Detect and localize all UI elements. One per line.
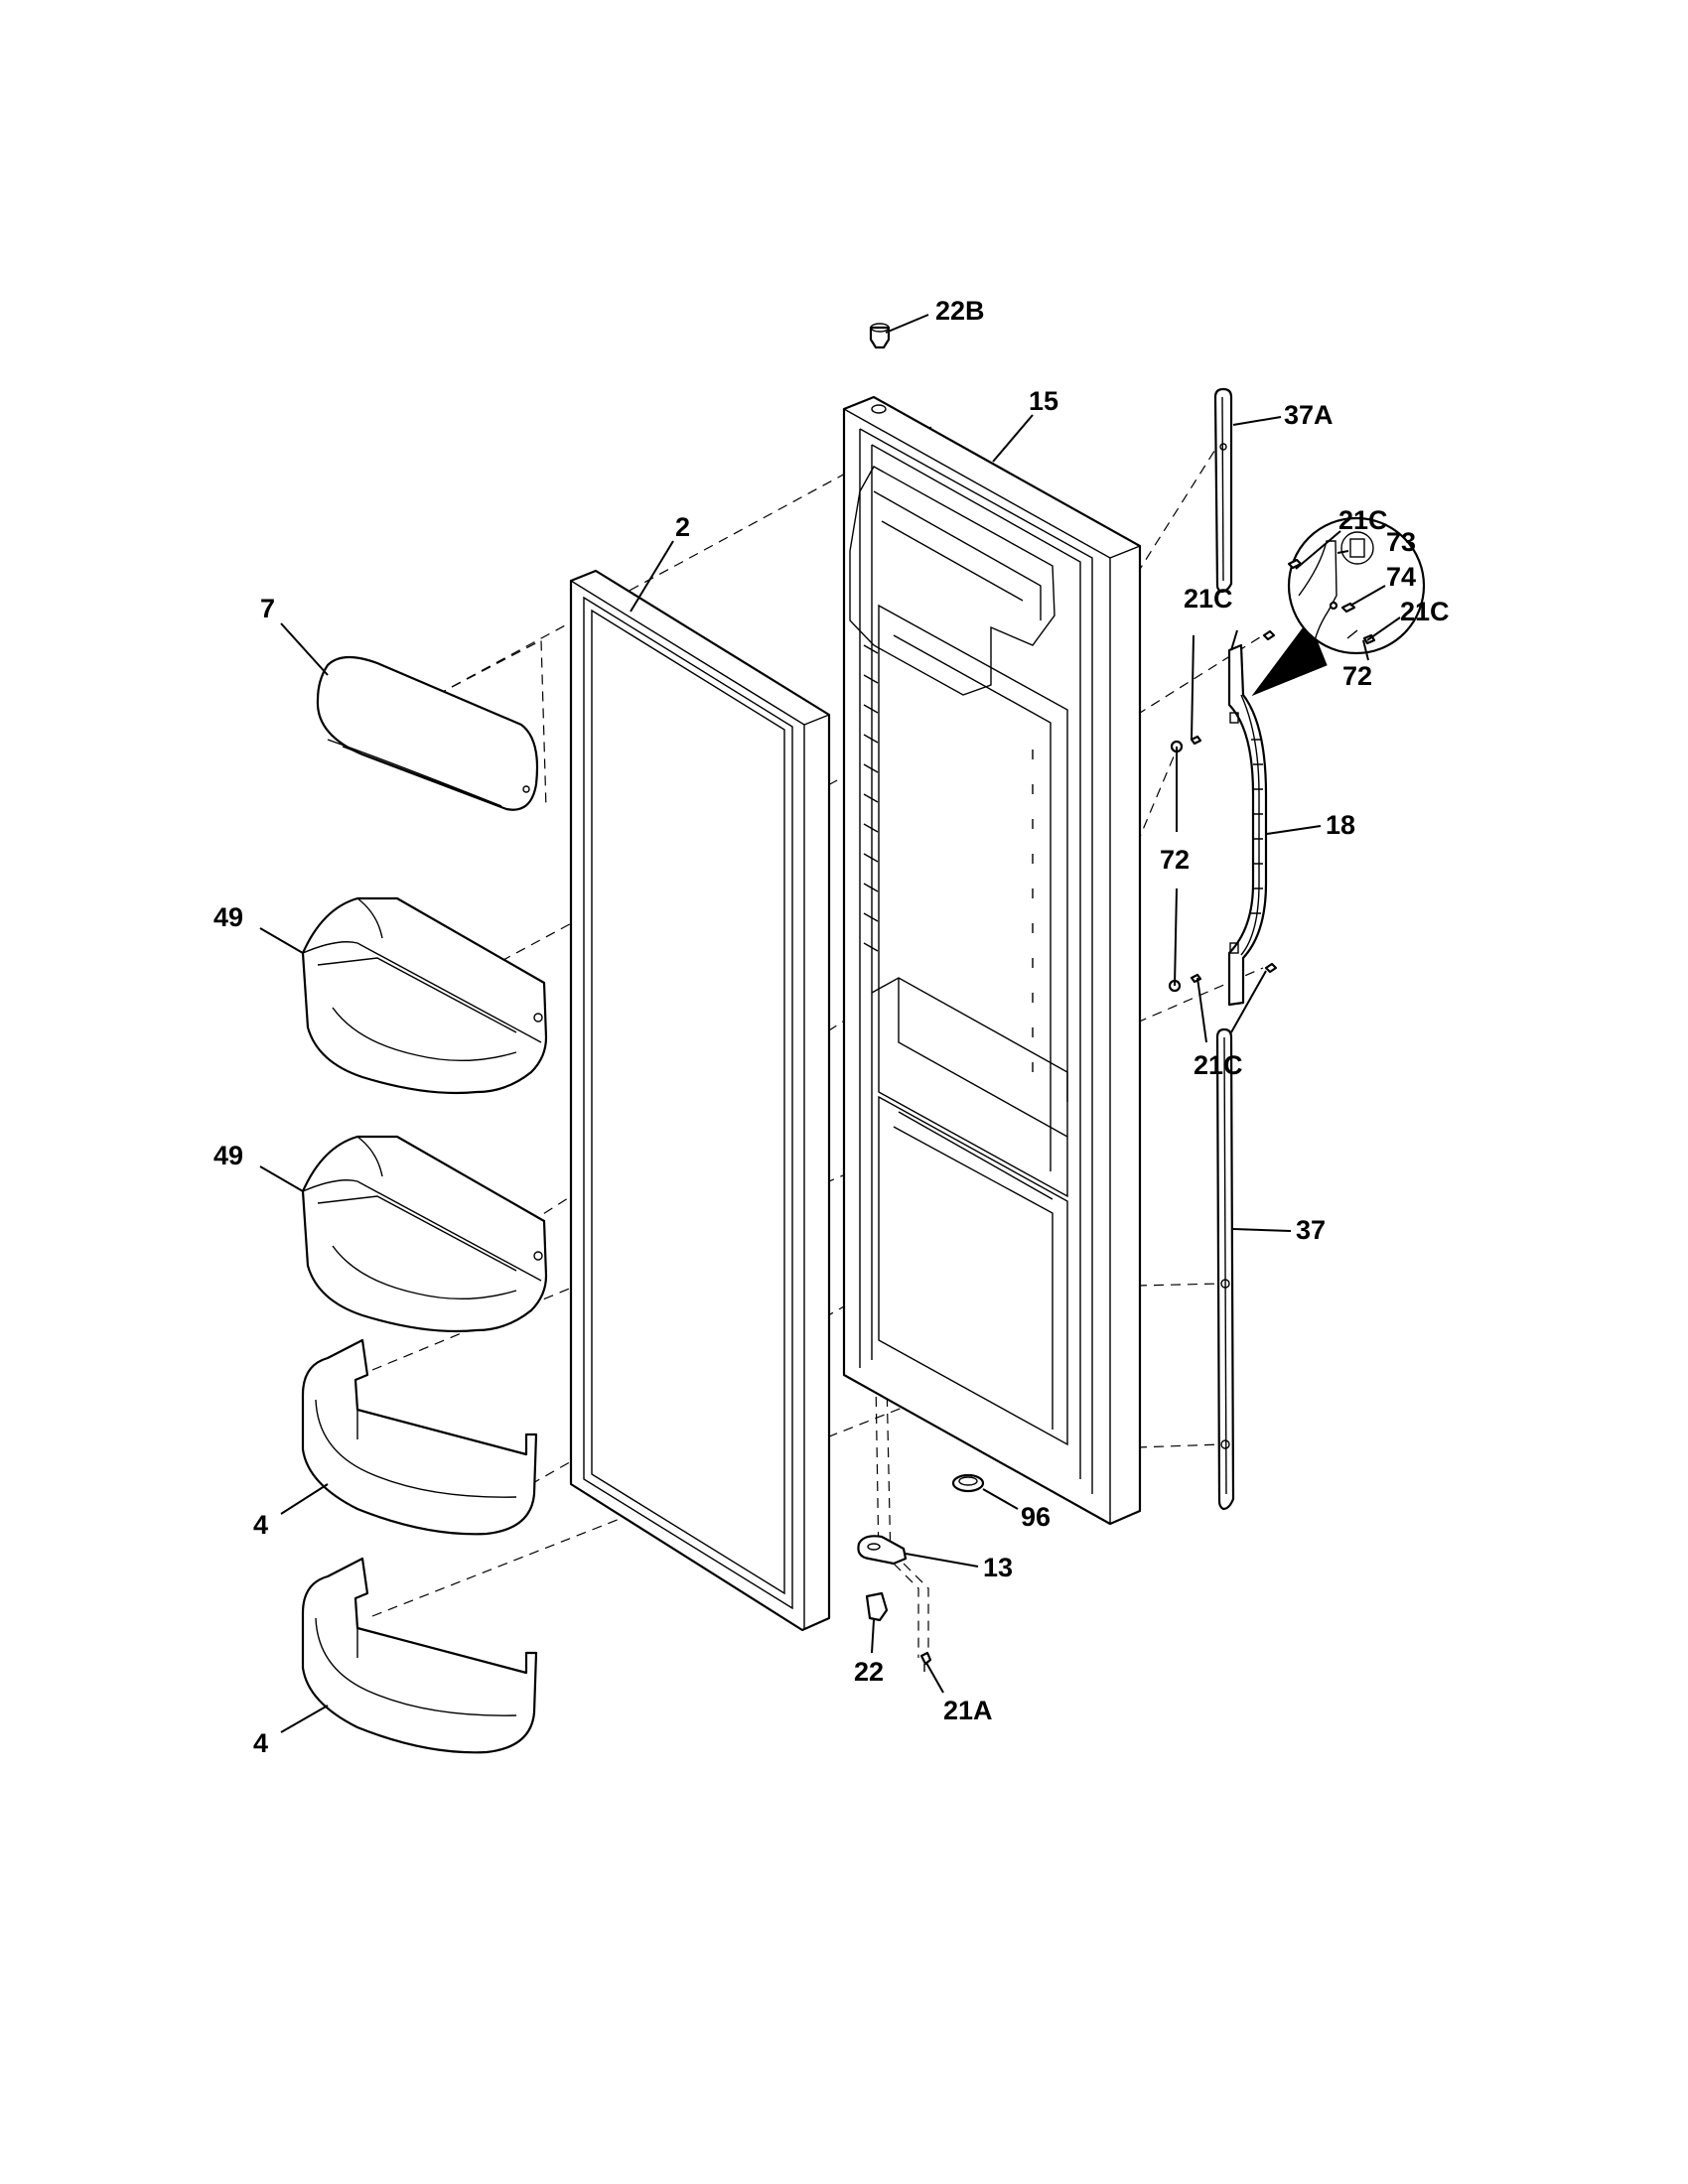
- handle-trim-upper: [1213, 387, 1233, 594]
- callout-22: 22: [854, 1657, 884, 1687]
- callout-22b: 22B: [935, 296, 985, 326]
- door-shelf-lower: [301, 1557, 538, 1754]
- callout-21c-inset-right: 21C: [1400, 597, 1450, 626]
- callout-21a: 21A: [943, 1696, 993, 1725]
- door-bin-lower: [301, 1135, 548, 1333]
- handle-trim-lower: [1215, 1027, 1235, 1511]
- hardware: [857, 323, 1278, 1672]
- callout-21c-inset-top: 21C: [1338, 505, 1388, 535]
- callout-49-upper: 49: [213, 902, 243, 932]
- callout-2: 2: [675, 512, 690, 542]
- leader-lines: [259, 314, 1401, 1733]
- detail-inset: [1251, 516, 1426, 697]
- callout-72: 72: [1160, 845, 1190, 875]
- callout-37: 37: [1296, 1215, 1326, 1245]
- door-gasket: [569, 569, 831, 1632]
- door-liner: [842, 395, 1142, 1526]
- callout-21c-upper: 21C: [1184, 584, 1233, 614]
- callout-96: 96: [1021, 1502, 1051, 1532]
- callout-15: 15: [1029, 386, 1058, 416]
- callout-37a: 37A: [1284, 400, 1334, 430]
- callout-4-lower: 4: [253, 1728, 268, 1758]
- callout-7: 7: [260, 594, 275, 623]
- door-bin-upper: [301, 896, 548, 1095]
- callout-18: 18: [1326, 810, 1355, 840]
- door-shelf-upper: [301, 1338, 538, 1536]
- callout-13: 13: [983, 1553, 1013, 1582]
- callout-49-lower: 49: [213, 1141, 243, 1170]
- dairy-door-cover: [316, 655, 539, 811]
- callout-73: 73: [1386, 527, 1416, 557]
- callout-21c-lower: 21C: [1194, 1050, 1243, 1080]
- callout-4-upper: 4: [253, 1510, 268, 1540]
- callout-72-inset: 72: [1342, 661, 1372, 691]
- callout-74: 74: [1386, 562, 1416, 592]
- callout-labels: 22B 15 37A 2 7 21C 73 74 21C 72 21C 18 7…: [213, 296, 1450, 1758]
- door-handle: [1227, 643, 1268, 1007]
